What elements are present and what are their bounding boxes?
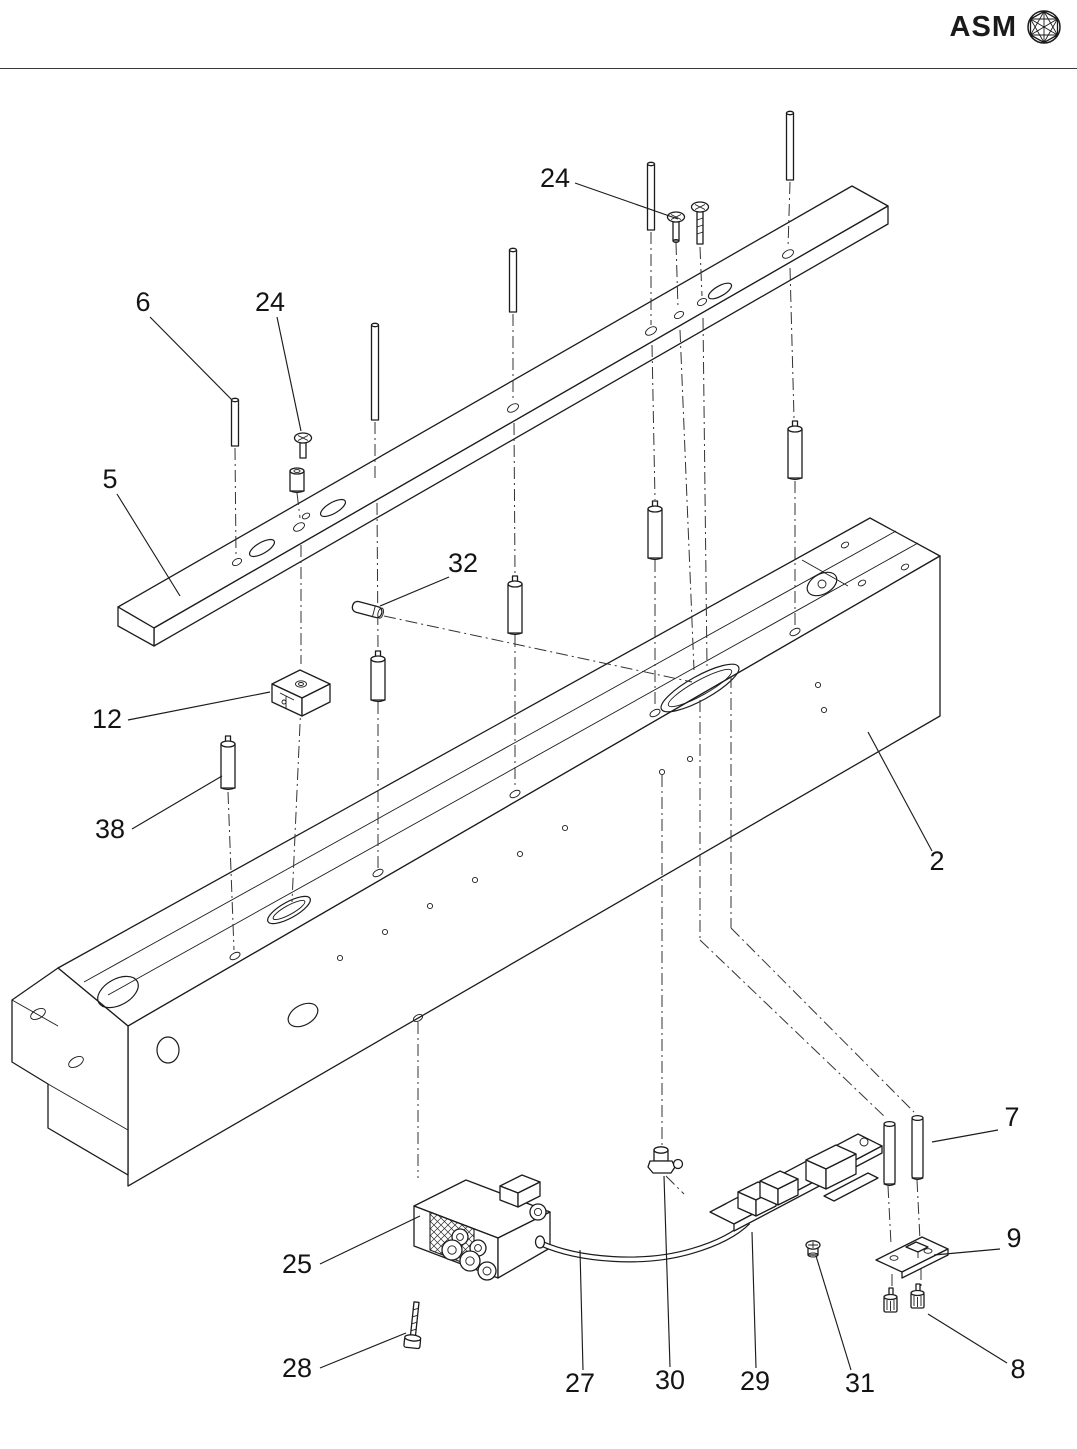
callout-24-top: 24 [540, 163, 679, 220]
callout-12: 12 [92, 691, 271, 734]
callout-7: 7 [931, 1102, 1020, 1143]
screw-24-a [666, 211, 686, 243]
part-screws-24 [289, 201, 710, 494]
svg-text:30: 30 [655, 1365, 685, 1395]
svg-text:24: 24 [540, 163, 570, 193]
part-cover-plate [117, 185, 889, 647]
callout-27: 27 [565, 1249, 595, 1398]
svg-text:25: 25 [282, 1249, 312, 1279]
callout-6: 6 [135, 287, 233, 401]
part-dowel-pins [230, 110, 795, 447]
callout-29: 29 [740, 1231, 770, 1396]
part-valve-block [413, 1174, 551, 1281]
svg-text:38: 38 [95, 814, 125, 844]
svg-text:5: 5 [102, 464, 117, 494]
screw-24-c [289, 432, 313, 494]
part-pcb-assembly [709, 1133, 883, 1232]
callout-25: 25 [282, 1215, 421, 1279]
asm-logo-icon [1027, 10, 1061, 44]
callout-2: 2 [867, 731, 945, 876]
part-screws-8 [883, 1283, 925, 1313]
part-bracket-9 [875, 1236, 949, 1279]
callout-32: 32 [379, 548, 478, 607]
callout-30: 30 [655, 1175, 685, 1395]
svg-text:27: 27 [565, 1368, 595, 1398]
part-screw-28 [403, 1301, 422, 1350]
svg-text:2: 2 [929, 846, 944, 876]
part-standoffs-7 [883, 1114, 924, 1187]
screw-24-b [690, 201, 710, 245]
svg-text:9: 9 [1006, 1223, 1021, 1253]
svg-text:8: 8 [1010, 1354, 1025, 1384]
pcb-connector-2 [805, 1144, 879, 1202]
center-lines [227, 181, 922, 1292]
callout-8: 8 [927, 1313, 1026, 1384]
part-cable [534, 1219, 751, 1263]
part-base-rail [11, 517, 941, 1187]
part-roll-pin [351, 600, 384, 619]
svg-text:28: 28 [282, 1353, 312, 1383]
part-connector-29 [737, 1170, 799, 1217]
asm-logo: ASM [950, 8, 1063, 46]
callout-24-left: 24 [255, 287, 302, 432]
asm-logo-text: ASM [949, 10, 1017, 43]
page-header: ASM [0, 0, 1077, 70]
part-fitting-30 [647, 1146, 684, 1174]
callout-9: 9 [933, 1223, 1022, 1256]
svg-text:32: 32 [448, 548, 478, 578]
callout-28: 28 [282, 1332, 407, 1383]
callouts: 24 6 24 5 32 12 [92, 163, 1026, 1398]
svg-text:6: 6 [135, 287, 150, 317]
callout-38: 38 [95, 775, 223, 844]
svg-text:7: 7 [1004, 1102, 1019, 1132]
svg-text:24: 24 [255, 287, 285, 317]
svg-text:12: 12 [92, 704, 122, 734]
svg-text:29: 29 [740, 1366, 770, 1396]
part-screw-31 [805, 1240, 821, 1258]
part-stop-block [271, 669, 331, 717]
svg-text:31: 31 [845, 1368, 875, 1398]
part-spacers-38 [220, 420, 803, 791]
callout-31: 31 [815, 1255, 875, 1398]
header-divider [0, 68, 1077, 69]
callout-5: 5 [102, 464, 181, 597]
